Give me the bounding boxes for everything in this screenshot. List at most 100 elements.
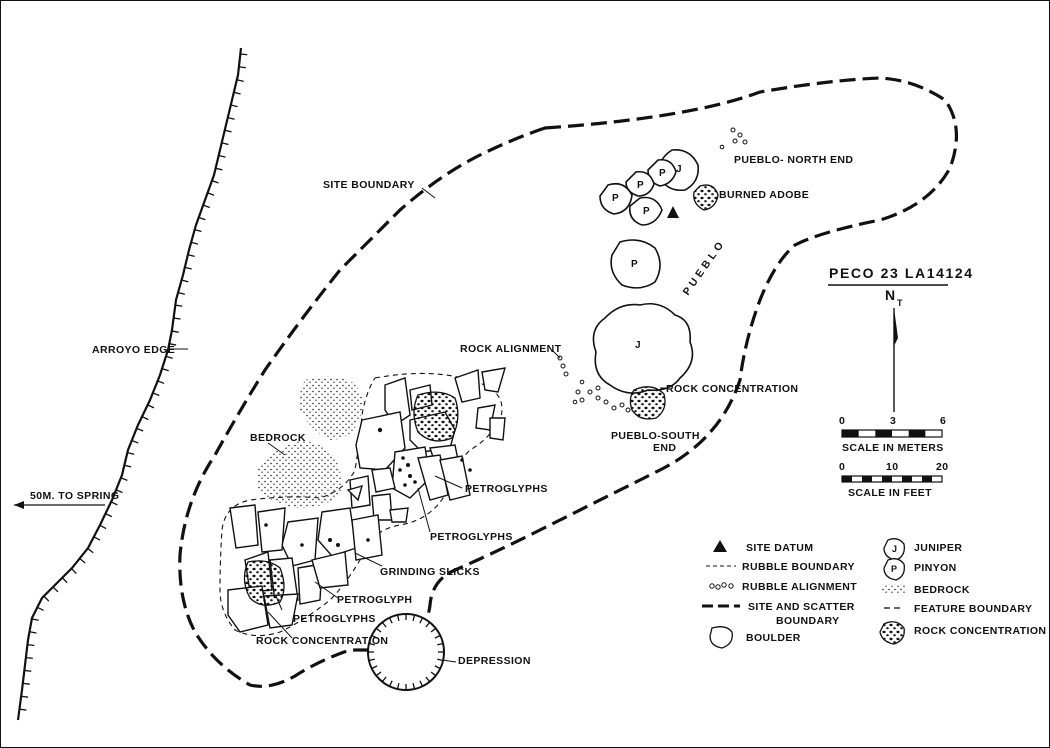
tree-letters: J P J P P P P (612, 164, 682, 351)
arroyo-hachure (110, 501, 118, 506)
arroyo-hachure (221, 142, 229, 146)
arroyo-hachure (171, 330, 179, 333)
depression-hachure (434, 634, 441, 639)
depression-hachure (425, 676, 431, 683)
arroyo-hachure (147, 404, 155, 409)
arroyo-hachure (37, 606, 44, 611)
svg-text:P: P (643, 206, 650, 217)
legend-rubble-boundary: RUBBLE BOUNDARY (742, 561, 855, 573)
depression-hachure (375, 627, 382, 633)
map-title: PECO 23 LA14124 (829, 265, 974, 281)
arroyo-hachure (124, 464, 132, 468)
arroyo-hachure (161, 368, 169, 372)
arroyo-hachure (27, 643, 35, 647)
arroyo-hachure (25, 656, 33, 660)
rock-concentration-east-symbol (629, 386, 666, 420)
arroyo-hachure (115, 489, 123, 494)
scale-segment (922, 476, 932, 482)
juniper-tree-large (592, 302, 694, 394)
legend-boulder-icon (709, 626, 733, 649)
meters-tick-3: 3 (890, 415, 896, 427)
legend: SITE DATUM RUBBLE BOUNDARY RUBBLE ALIGNM… (702, 538, 1046, 649)
arroyo-hachure (120, 477, 128, 482)
label-depression: DEPRESSION (458, 655, 531, 667)
meters-tick-0: 0 (839, 415, 845, 427)
depression-feature (367, 613, 445, 691)
depression-hachure (371, 634, 378, 639)
pinyon-tree-c (599, 182, 633, 215)
arroyo-hachure (87, 547, 94, 554)
label-to-spring: 50M. TO SPRING (30, 490, 119, 502)
pinyon-tree-d (628, 196, 663, 226)
arroyo-hachure (177, 291, 186, 296)
label-petroglyph: PETROGLYPH (337, 594, 412, 606)
arroyo-hachure (198, 216, 206, 221)
arroyo-hachure (184, 266, 192, 270)
legend-rubble-alignment-icon (709, 582, 734, 590)
legend-juniper: JUNIPER (914, 542, 962, 554)
arroyo-hachure (131, 439, 139, 444)
label-site-boundary: SITE BOUNDARY (323, 179, 415, 191)
label-bedrock: BEDROCK (250, 432, 306, 444)
scale-segment (862, 476, 872, 482)
legend-rock-concentration-icon (879, 621, 905, 645)
petroglyph-marks (264, 427, 472, 547)
label-rock-alignment: ROCK ALIGNMENT (460, 343, 562, 355)
spring-arrow (14, 501, 105, 509)
bedrock-areas (258, 376, 363, 509)
label-petroglyphs-2: PETROGLYPHS (430, 531, 513, 543)
depression-hachure (396, 614, 400, 621)
arroyo-hachure (175, 304, 183, 307)
depression-hachure (430, 627, 437, 633)
legend-bedrock: BEDROCK (914, 584, 970, 596)
label-pueblo-north-end: PUEBLO- NORTH END (734, 154, 853, 166)
arroyo-hachure (240, 53, 248, 56)
rock-alignment (557, 127, 748, 413)
arroyo-edge (16, 47, 248, 721)
svg-text:P: P (631, 259, 638, 270)
scale-bar-feet: 0 10 20 SCALE IN FEET (839, 461, 948, 499)
label-rock-concentration-east: ROCK CONCENTRATION (666, 383, 798, 395)
scale-bar-meters: 0 3 6 SCALE IN METERS (839, 415, 946, 454)
label-petroglyphs-1: PETROGLYPHS (465, 483, 548, 495)
depression-hachure (437, 642, 444, 646)
depression-hachure (412, 614, 416, 621)
depression-hachure (371, 665, 378, 670)
arroyo-hachure (181, 279, 189, 283)
arroyo-hachure (22, 682, 30, 685)
label-rock-concentration-west: ROCK CONCENTRATION (256, 635, 388, 647)
arroyo-hachure (202, 204, 210, 209)
legend-rubble-alignment: RUBBLE ALIGNMENT (742, 581, 857, 593)
arroyo-hachure (127, 452, 135, 455)
depression-hachure (396, 683, 400, 690)
depression-hachure (388, 680, 393, 687)
arroyo-hachure (141, 415, 149, 421)
label-burned-adobe: BURNED ADOBE (719, 189, 809, 201)
depression-hachure (368, 642, 375, 646)
legend-site-scatter-1: SITE AND SCATTER (748, 601, 855, 613)
north-subscript: T (897, 298, 903, 308)
feet-tick-0: 0 (839, 461, 845, 473)
arroyo-hachure (93, 536, 101, 541)
label-arroyo-edge: ARROYO EDGE (92, 344, 175, 356)
legend-bedrock-icon (882, 584, 906, 594)
depression-hachure (430, 671, 437, 677)
arroyo-hachure (191, 241, 199, 245)
legend-feature-boundary: FEATURE BOUNDARY (914, 603, 1032, 615)
depression-hachure (412, 683, 416, 690)
arroyo-hachure (43, 595, 50, 602)
svg-text:P: P (637, 180, 644, 191)
depression-hachure (434, 665, 441, 670)
depression-hachure (388, 617, 393, 624)
arroyo-hachure (238, 66, 246, 69)
arroyo-hachure (187, 254, 195, 258)
meters-caption: SCALE IN METERS (842, 442, 944, 454)
scale-segment (908, 430, 926, 437)
arroyo-hachure (79, 557, 86, 564)
arroyo-hachure (105, 513, 113, 518)
rubble-boundary-line (219, 372, 503, 637)
arroyo-hachure (211, 180, 219, 184)
arroyo-hachure (99, 524, 107, 530)
feet-tick-10: 10 (886, 461, 898, 473)
